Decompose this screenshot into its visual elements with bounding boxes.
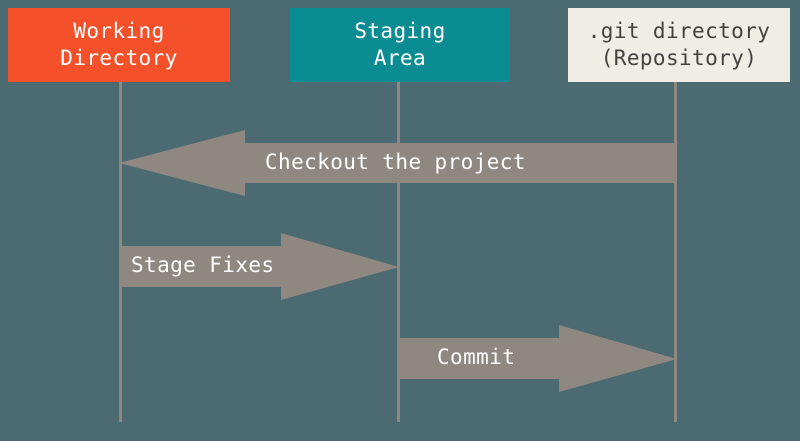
- arrow-checkout-label: Checkout the project: [265, 150, 526, 174]
- node-working-directory: Working Directory: [8, 8, 230, 82]
- arrow-checkout-the-project: [119, 130, 676, 196]
- node-working-directory-line1: Working: [73, 19, 165, 44]
- arrow-commit: [397, 325, 677, 392]
- node-working-directory-line2: Directory: [60, 46, 178, 70]
- arrow-checkout-shape: [119, 130, 676, 196]
- node-staging-area: Staging Area: [290, 8, 510, 82]
- lifeline-git-directory: [674, 82, 677, 422]
- node-staging-area-line1: Staging: [354, 19, 446, 44]
- arrow-stage-fixes: [119, 233, 399, 300]
- arrow-stage-fixes-shape: [119, 233, 399, 300]
- node-git-directory: .git directory (Repository): [568, 8, 790, 82]
- arrow-stage-fixes-label: Stage Fixes: [131, 253, 275, 277]
- node-git-directory-line1: .git directory: [587, 19, 771, 44]
- lifeline-staging-area: [397, 82, 400, 422]
- node-git-directory-line2: (Repository): [600, 46, 758, 70]
- arrow-commit-label: Commit: [437, 345, 516, 369]
- node-staging-area-line2: Area: [373, 46, 427, 70]
- arrow-commit-shape: [397, 325, 677, 392]
